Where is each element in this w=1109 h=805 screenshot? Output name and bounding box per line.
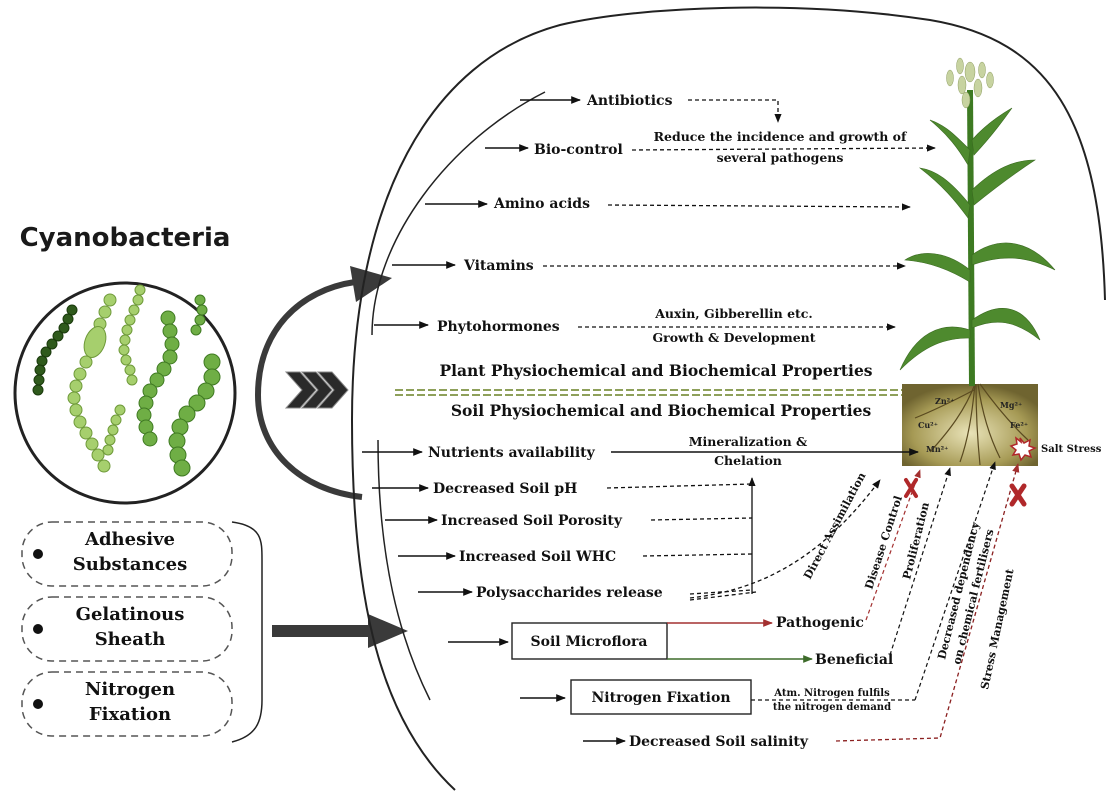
direct-assimilation-label: Direct Assimilation xyxy=(801,470,868,581)
feature-pill xyxy=(21,671,233,737)
salt-burst-icon xyxy=(1009,436,1037,462)
atm-note: Atm. Nitrogen fulfils xyxy=(773,688,890,699)
biocontrol-label: Bio-control xyxy=(534,142,623,158)
feature-line: Fixation xyxy=(89,704,171,725)
feature-line: Gelatinous xyxy=(76,604,185,625)
ion-label: Fe²⁺ xyxy=(1010,420,1028,430)
mineral-note: Mineralization & xyxy=(689,434,808,449)
nfix-label: Nitrogen Fixation xyxy=(591,690,730,706)
ion-label: Zn²⁺ xyxy=(935,396,954,406)
salinity-label: Decreased Soil salinity xyxy=(629,734,809,750)
phytohormones-label: Phytohormones xyxy=(437,319,560,335)
biocontrol-note: Reduce the incidence and growth of xyxy=(654,129,908,144)
bacteria-circle xyxy=(13,281,237,505)
antibiotics-label: Antibiotics xyxy=(586,93,673,109)
ion-label: Mg²⁺ xyxy=(1000,400,1022,410)
lower-inner-arc xyxy=(377,439,431,701)
porosity-label: Increased Soil Porosity xyxy=(441,513,623,529)
soil-ph-label: Decreased Soil pH xyxy=(433,481,577,497)
amino-acids-label: Amino acids xyxy=(493,196,590,212)
microflora-box xyxy=(511,622,668,660)
biocontrol-note: several pathogens xyxy=(717,150,844,165)
root-arrows xyxy=(865,461,996,701)
antibiotics-arrow xyxy=(688,99,782,123)
feature-pill xyxy=(21,596,233,662)
feature-line: Sheath xyxy=(95,629,166,650)
beneficial-label: Beneficial xyxy=(815,652,893,668)
bullet-dot-icon xyxy=(33,699,43,709)
feature-pill xyxy=(21,521,233,587)
plant-icon: Zn²⁺ Mg²⁺ Cu²⁺ Fe²⁺ Mn²⁺ xyxy=(899,57,1056,466)
plant-arrows xyxy=(374,96,581,329)
outer-circle xyxy=(350,6,1106,791)
feature-bracket xyxy=(231,521,263,743)
triple-chevron-icon xyxy=(284,371,349,409)
cross-mark-icon xyxy=(1009,483,1027,507)
polysaccharides-label: Polysaccharides release xyxy=(476,585,663,601)
feature-line: Adhesive xyxy=(84,529,175,550)
title: Cyanobacteria xyxy=(20,223,231,253)
bullet-dot-icon xyxy=(33,624,43,634)
bacteria-cell-icon xyxy=(32,284,221,477)
upper-inner-arc xyxy=(371,91,546,336)
cross-mark-icon xyxy=(904,478,918,498)
microflora-label: Soil Microflora xyxy=(531,634,648,650)
big-arrow-lower xyxy=(272,614,408,648)
pathogenic-label: Pathogenic xyxy=(776,615,864,631)
salt-stress-label: Salt Stress xyxy=(1041,444,1102,455)
whc-label: Increased Soil WHC xyxy=(459,549,616,565)
amino-acids-arrow xyxy=(607,203,911,211)
soil-connectors xyxy=(606,477,881,601)
atm-note: the nitrogen demand xyxy=(773,702,891,713)
mineral-note: Chelation xyxy=(714,453,782,468)
vitamins-label: Vitamins xyxy=(463,258,534,274)
soil-header: Soil Physiochemical and Biochemical Prop… xyxy=(451,401,872,420)
curved-arrow-head xyxy=(350,266,392,302)
bullet-dot-icon xyxy=(33,549,43,559)
feature-line: Nitrogen xyxy=(85,679,175,700)
feature-list: Adhesive Substances Gelatinous Sheath Ni… xyxy=(21,521,233,737)
nfix-box xyxy=(570,679,752,715)
biocontrol-arrow xyxy=(631,144,936,152)
soil-arrows xyxy=(362,448,626,745)
curved-arrow xyxy=(254,279,363,500)
plant-header: Plant Physiochemical and Biochemical Pro… xyxy=(439,361,872,380)
phyto-note: Auxin, Gibberellin etc. xyxy=(654,306,813,321)
ion-label: Mn²⁺ xyxy=(926,444,948,454)
nutrients-label: Nutrients availability xyxy=(428,445,596,461)
phyto-note: Growth & Development xyxy=(652,330,815,345)
disease-control-label: Disease Control xyxy=(862,494,905,591)
feature-line: Substances xyxy=(73,554,187,575)
ion-label: Cu²⁺ xyxy=(918,420,938,430)
